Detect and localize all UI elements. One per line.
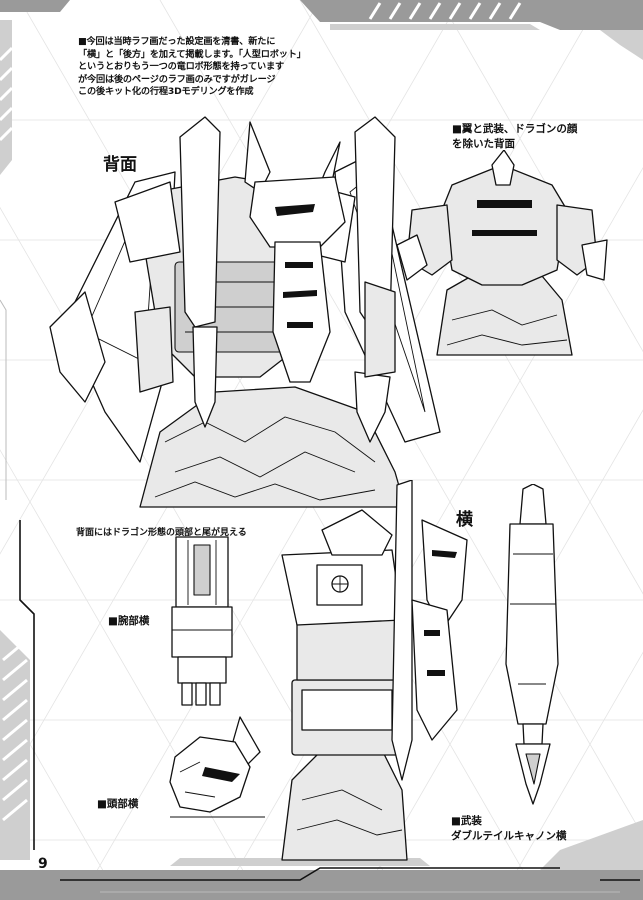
arm-side-illustration: [171, 536, 233, 706]
back-note: 背面にはドラゴン形態の頭部と尾が見える: [76, 528, 247, 538]
back-view-heading: 背面: [103, 155, 137, 175]
arm-side-caption: ■腕部横: [108, 615, 150, 627]
cannon-side-illustration: [505, 484, 559, 805]
robot-side-illustration: [281, 480, 468, 861]
head-side-illustration: [169, 716, 265, 818]
back-no-wings-caption-2: を除いた背面: [452, 138, 515, 150]
page-number: 9: [38, 856, 48, 872]
intro-line: が今回は後のページのラフ画のみですがガレージ: [78, 73, 276, 85]
intro-line: この後キット化の行程3Dモデリングを作成: [78, 86, 254, 98]
robot-back-no-wings-illustration: [396, 150, 608, 356]
back-no-wings-caption-1: ■翼と武装、ドラゴンの顔: [452, 123, 578, 135]
weapon-caption-1: ■武装: [451, 815, 482, 827]
robot-back-illustration: [49, 116, 441, 508]
head-side-caption: ■頭部横: [97, 798, 139, 810]
intro-text: ■今回は当時ラフ画だった設定画を清書、新たに 「横」と「後方」を加えて掲載します…: [78, 36, 378, 99]
intro-line: というとおりもう一つの竜ロボ形態を持っています: [78, 61, 284, 73]
intro-line: ■今回は当時ラフ画だった設定画を清書、新たに: [78, 36, 276, 47]
weapon-caption-2: ダブルテイルキャノン横: [451, 830, 567, 842]
side-view-heading: 横: [456, 510, 473, 530]
intro-line: 「横」と「後方」を加えて掲載します。「人型ロボット」: [78, 48, 306, 60]
